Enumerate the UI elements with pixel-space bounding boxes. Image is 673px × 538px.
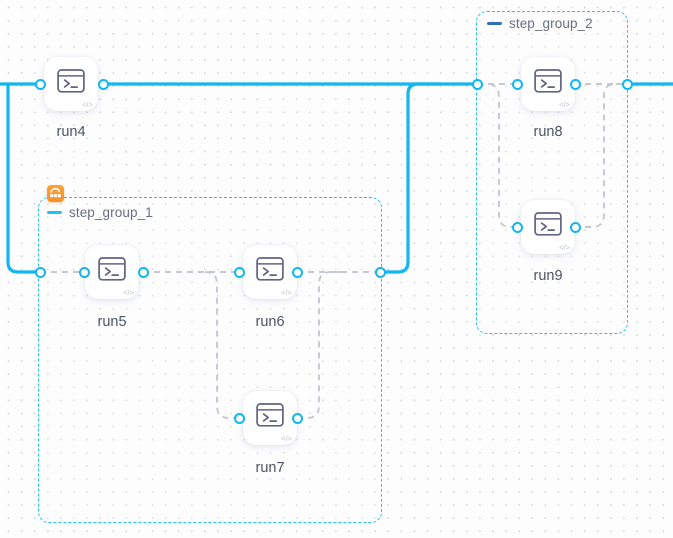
terminal-icon (534, 212, 562, 241)
port-group1-entry[interactable] (35, 267, 46, 278)
port-group2-exit[interactable] (622, 79, 633, 90)
port-run8-input[interactable] (512, 79, 523, 90)
port-run4-output[interactable] (98, 79, 109, 90)
group-step-group-1[interactable] (38, 197, 382, 523)
terminal-icon (57, 69, 85, 98)
port-run5-output[interactable] (138, 267, 149, 278)
terminal-icon (256, 257, 284, 286)
code-glyph-icon: </> (559, 99, 570, 109)
port-run8-output[interactable] (570, 79, 581, 90)
node-label-run8: run8 (533, 124, 563, 140)
port-run7-output[interactable] (292, 413, 303, 424)
node-run5[interactable]: </> (85, 245, 139, 299)
terminal-icon (256, 403, 284, 432)
code-glyph-icon: </> (281, 433, 292, 443)
node-run4[interactable]: </> (44, 57, 98, 111)
terminal-icon (534, 69, 562, 98)
code-glyph-icon: </> (281, 287, 292, 297)
code-glyph-icon: </> (82, 99, 93, 109)
group-label-step-group-2[interactable]: step_group_2 (487, 16, 593, 31)
port-run9-input[interactable] (512, 222, 523, 233)
group-collapse-toggle-icon[interactable] (47, 211, 62, 214)
port-run5-input[interactable] (79, 267, 90, 278)
node-run6[interactable]: </> (243, 245, 297, 299)
edge-run7-to-group1-exit (297, 271, 341, 419)
port-group1-exit[interactable] (375, 267, 386, 278)
group-collapse-toggle-icon[interactable] (487, 22, 502, 25)
edge-trunk-to-group1 (6, 84, 40, 274)
workflow-group-icon (47, 185, 64, 202)
code-glyph-icon: </> (123, 287, 134, 297)
node-label-run9: run9 (533, 268, 563, 284)
edge-run9-to-group2-exit (574, 83, 621, 228)
port-group2-entry[interactable] (472, 79, 483, 90)
node-run8[interactable]: </> (521, 57, 575, 111)
node-run7[interactable]: </> (243, 391, 297, 445)
port-run9-output[interactable] (570, 222, 581, 233)
terminal-icon (98, 257, 126, 286)
group-label-step-group-1[interactable]: step_group_1 (47, 205, 153, 220)
group-name-text: step_group_2 (509, 16, 593, 31)
edge-branch-to-run7 (204, 271, 239, 419)
port-run7-input[interactable] (234, 413, 245, 424)
node-run9[interactable]: </> (521, 200, 575, 254)
node-label-run5: run5 (97, 314, 127, 330)
code-glyph-icon: </> (559, 242, 570, 252)
node-label-run7: run7 (255, 460, 285, 476)
edge-group1-to-main (380, 82, 440, 274)
port-run6-input[interactable] (234, 267, 245, 278)
port-run4-input[interactable] (35, 79, 46, 90)
group-name-text: step_group_1 (69, 205, 153, 220)
edge-branch-to-run9 (489, 83, 516, 228)
node-label-run4: run4 (56, 124, 86, 140)
node-label-run6: run6 (255, 314, 285, 330)
port-run6-output[interactable] (292, 267, 303, 278)
